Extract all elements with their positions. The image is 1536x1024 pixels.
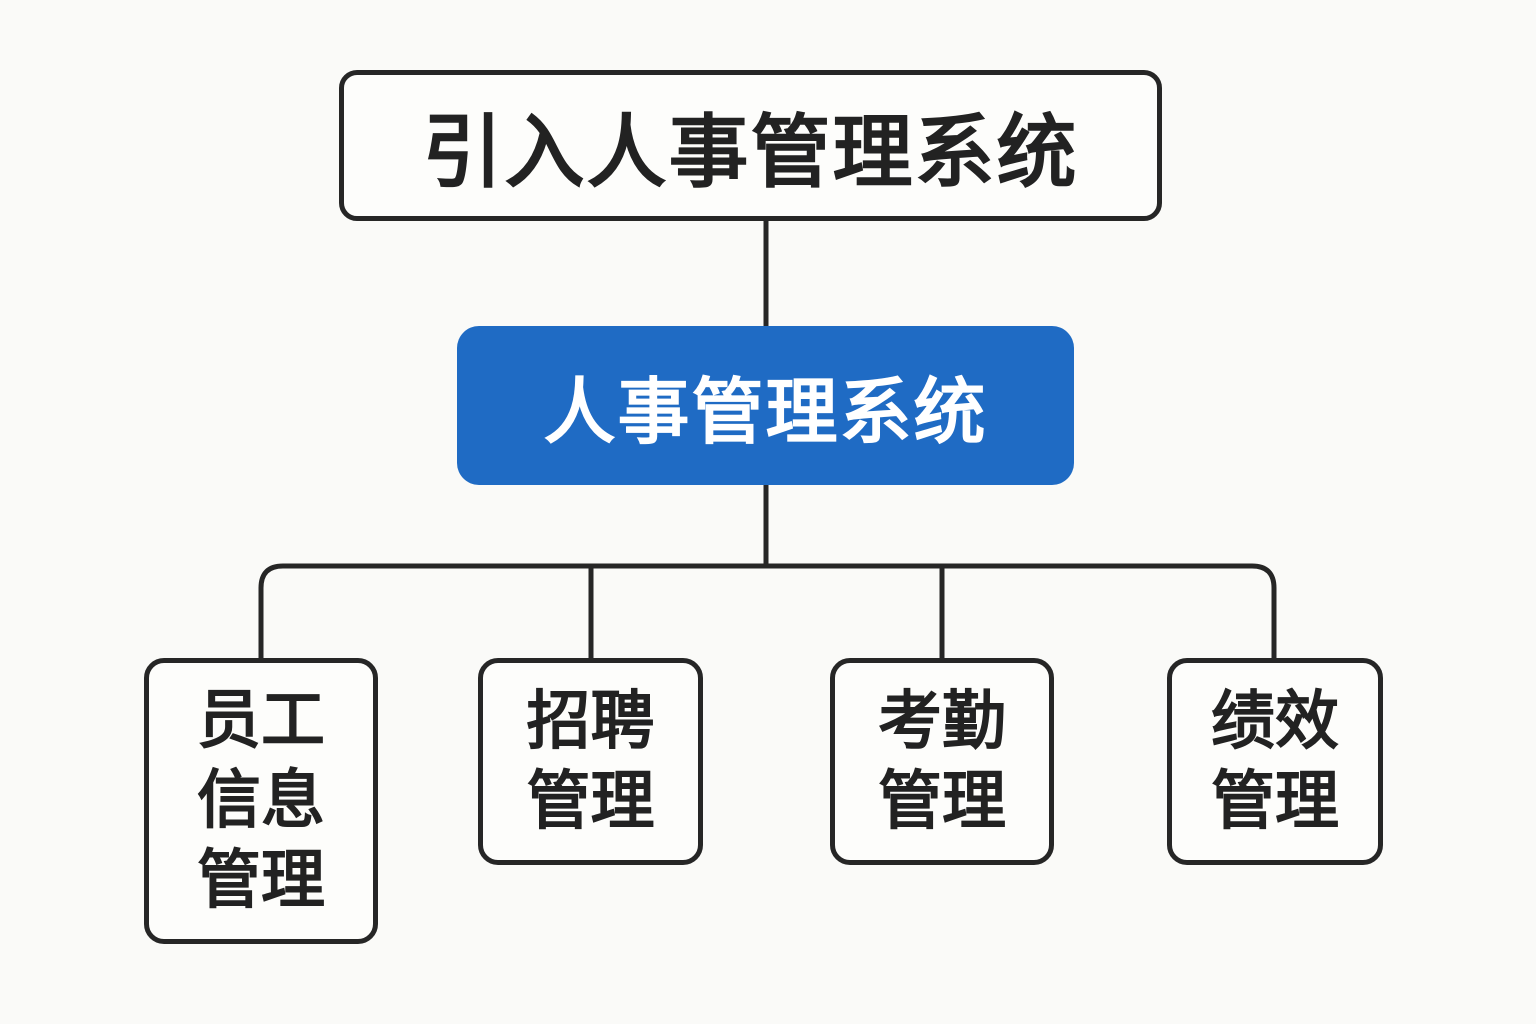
branch-bus-line [258, 563, 1277, 658]
child-node-attendance: 考勤管理 [830, 658, 1054, 865]
child-node-recruitment: 招聘管理 [478, 658, 703, 865]
child-node-label: 员工信息管理 [197, 684, 325, 918]
center-node-label: 人事管理系统 [543, 370, 988, 454]
child-node-label: 绩效管理 [1211, 684, 1339, 839]
child-node-label: 考勤管理 [878, 684, 1006, 839]
root-node: 引入人事管理系统 [339, 70, 1162, 221]
child-node-label: 招聘管理 [526, 684, 655, 839]
center-node: 人事管理系统 [457, 326, 1074, 485]
root-node-label: 引入人事管理系统 [422, 105, 1079, 199]
child-node-performance: 绩效管理 [1167, 658, 1383, 865]
child-node-employee-info: 员工信息管理 [144, 658, 378, 944]
